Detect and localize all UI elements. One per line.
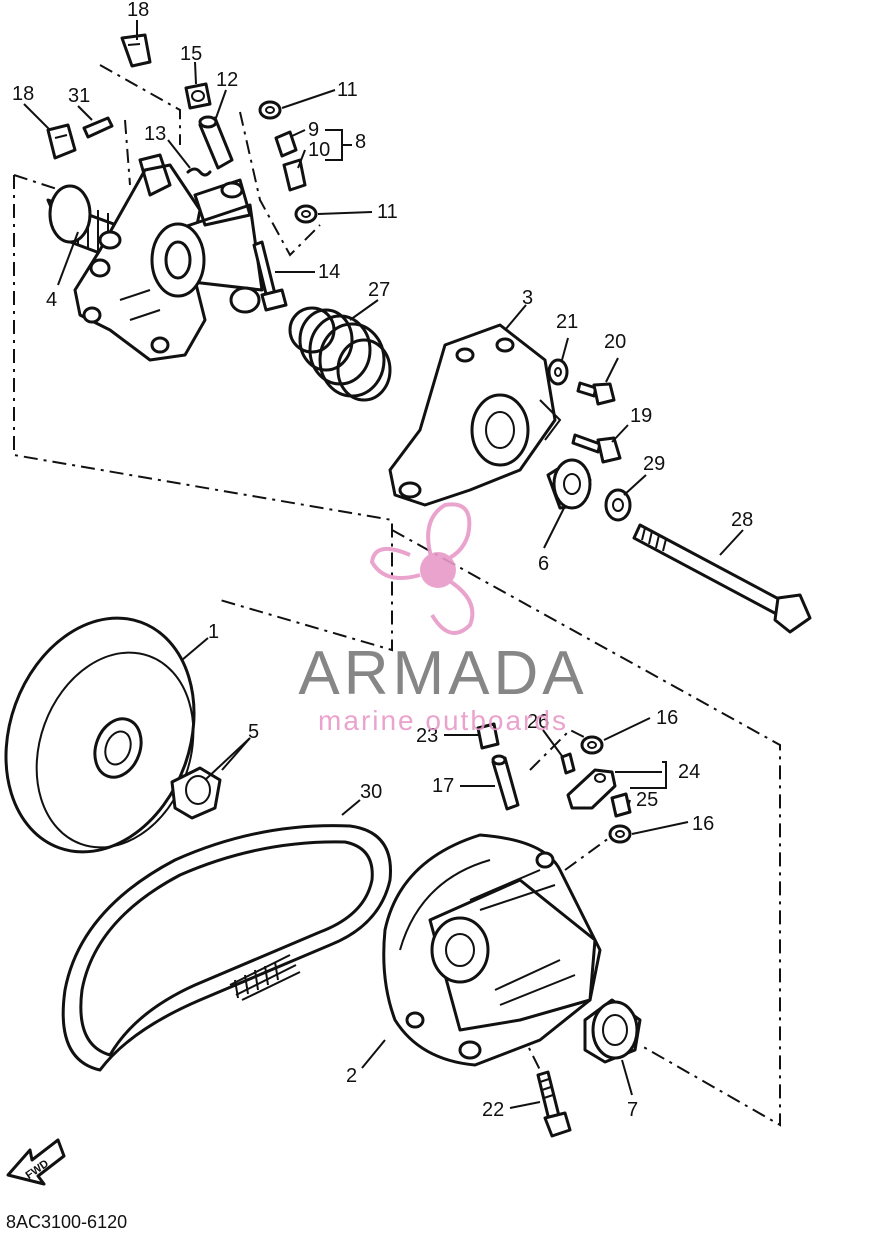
callout-23: 23 xyxy=(416,725,438,747)
callout-11-lower: 11 xyxy=(377,201,398,223)
callout-10: 10 xyxy=(308,139,330,161)
propeller-logo-icon xyxy=(369,502,475,635)
callout-17: 17 xyxy=(432,775,454,797)
part-16-washer-lower xyxy=(608,824,632,844)
part-19-bolt xyxy=(571,433,622,464)
callout-9: 9 xyxy=(308,119,319,141)
callout-21: 21 xyxy=(556,311,578,333)
callout-14: 14 xyxy=(318,261,340,283)
part-22-bolt xyxy=(536,1070,572,1138)
watermark-brand: ARMADA xyxy=(298,639,587,708)
callout-15: 15 xyxy=(180,43,202,65)
callout-19: 19 xyxy=(630,405,652,427)
callout-4: 4 xyxy=(46,289,57,311)
part-11-washer-lower xyxy=(294,204,318,224)
callout-31: 31 xyxy=(68,85,90,107)
callout-6: 6 xyxy=(538,553,549,575)
part-17-pin xyxy=(491,754,520,811)
callout-16-upper: 16 xyxy=(656,707,678,729)
part-13-small-spring xyxy=(186,167,212,177)
fwd-arrow-icon: FWD xyxy=(6,1138,66,1186)
part-24-lever-arm xyxy=(566,768,617,810)
part-9-roller xyxy=(274,130,298,158)
part-15-nut xyxy=(184,82,212,110)
part-1-fixed-sheave xyxy=(4,616,196,854)
part-4-primary-shaft-assembly xyxy=(46,153,264,362)
callout-27: 27 xyxy=(368,279,390,301)
part-23-nut xyxy=(476,722,500,750)
callout-1: 1 xyxy=(208,621,219,643)
callout-30: 30 xyxy=(360,781,382,803)
part-7-collar xyxy=(583,998,642,1064)
callout-5: 5 xyxy=(248,721,259,743)
part-14-bolt xyxy=(252,240,288,312)
part-5-bushing xyxy=(170,766,222,820)
part-26-screw xyxy=(560,752,576,775)
callout-25: 25 xyxy=(636,789,658,811)
callout-7: 7 xyxy=(627,1099,638,1121)
callout-3: 3 xyxy=(522,287,533,309)
part-12-roller-pin xyxy=(198,115,234,170)
part-21-washer xyxy=(547,358,569,386)
assembly-boundary-lines xyxy=(13,64,781,1127)
part-16-washer-upper xyxy=(580,735,604,755)
callout-12: 12 xyxy=(216,69,238,91)
armada-watermark: ARMADA marine outboards xyxy=(298,502,587,736)
part-2-movable-sheave-assembly xyxy=(382,833,602,1067)
part-28-long-bolt xyxy=(632,523,812,634)
callout-18-top: 18 xyxy=(127,0,149,21)
part-6-roller-bushing xyxy=(546,458,592,510)
part-27-compression-spring xyxy=(288,306,392,402)
part-18-left-clip xyxy=(46,123,77,160)
callout-18-left: 18 xyxy=(12,83,34,105)
part-30-drive-belt xyxy=(61,824,392,1072)
callout-13: 13 xyxy=(144,123,166,145)
part-3-cover-plate xyxy=(388,323,562,507)
diagram-code: 8AC3100-6120 xyxy=(6,1212,127,1231)
callout-26: 26 xyxy=(527,711,549,733)
callout-2: 2 xyxy=(346,1065,357,1087)
callout-29: 29 xyxy=(643,453,665,475)
callout-16-lower: 16 xyxy=(692,813,714,835)
part-25-roller xyxy=(610,792,632,818)
part-29-collar xyxy=(604,488,632,522)
callout-22: 22 xyxy=(482,1099,504,1121)
callout-24: 24 xyxy=(678,761,700,783)
callout-11-upper: 11 xyxy=(337,79,358,101)
leader-lines xyxy=(23,20,744,1109)
callout-8: 8 xyxy=(355,131,366,153)
callout-28: 28 xyxy=(731,509,753,531)
part-31-pin xyxy=(82,116,114,139)
part-10-roller-bushing xyxy=(282,158,307,192)
callout-20: 20 xyxy=(604,331,626,353)
part-11-washer-upper xyxy=(258,100,282,120)
part-20-bolt xyxy=(576,381,616,406)
watermark-tagline: marine outboards xyxy=(318,705,568,736)
callout-labels: 18 15 12 18 31 11 13 9 10 8 11 14 27 4 3… xyxy=(12,0,753,1121)
